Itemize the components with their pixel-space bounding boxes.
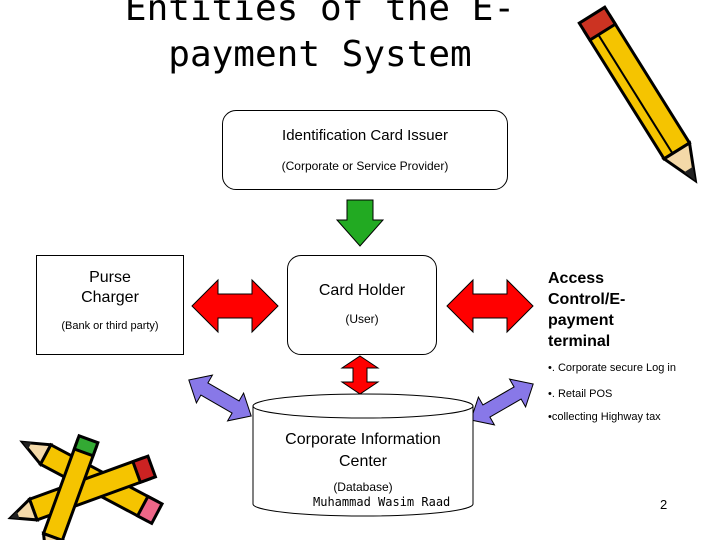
purse-line-1: Purse [89, 269, 131, 286]
access-control-label: Access Control/E- payment terminal [548, 268, 688, 352]
card-holder-name: Card Holder [318, 282, 406, 299]
double-arrow-left-icon [191, 278, 279, 334]
double-arrow-vertical-icon [340, 355, 380, 395]
author-name: Muhammad Wasim Raad [313, 495, 451, 509]
issuer-box: Identification Card Issuer (Corporate or… [222, 110, 508, 190]
pencil-icon [577, 5, 698, 184]
issuer-sub: (Corporate or Service Provider) [281, 159, 449, 173]
title-line-1: Entities of the E- [124, 0, 516, 29]
diagonal-arrow-left-icon [188, 374, 252, 422]
purse-charger-title: Purse Charger [37, 268, 183, 308]
purse-line-2: Charger [81, 289, 139, 306]
slide-title: Entities of the E- payment System [120, 0, 520, 78]
title-line-2: payment System [168, 34, 472, 75]
down-arrow-icon [335, 199, 385, 247]
card-holder-box: Card Holder (User) [287, 255, 437, 355]
page-number: 2 [660, 497, 668, 512]
diagonal-arrow-right-icon [470, 378, 534, 426]
access-line-1: Access [548, 270, 605, 287]
database-line-1: Corporate Information [285, 431, 441, 448]
purse-charger-box: Purse Charger (Bank or third party) [36, 255, 184, 355]
access-bullet-2: •. Retail POS [548, 388, 613, 400]
purse-charger-sub: (Bank or third party) [61, 320, 159, 332]
card-holder-sub: (User) [345, 312, 379, 326]
database-sub: (Database) [333, 480, 393, 494]
access-line-3: payment [548, 312, 614, 329]
database-title: Corporate Information Center [252, 429, 474, 473]
double-arrow-right-icon [446, 278, 534, 334]
access-line-2: Control/E- [548, 291, 626, 308]
access-line-4: terminal [548, 333, 611, 350]
access-bullet-1: •. Corporate secure Log in [548, 362, 676, 374]
database-line-2: Center [338, 453, 388, 470]
issuer-name: Identification Card Issuer [282, 127, 448, 144]
database-cylinder [252, 393, 474, 517]
access-bullet-3: •collecting Highway tax [548, 411, 661, 423]
pencils-icon [7, 433, 165, 540]
